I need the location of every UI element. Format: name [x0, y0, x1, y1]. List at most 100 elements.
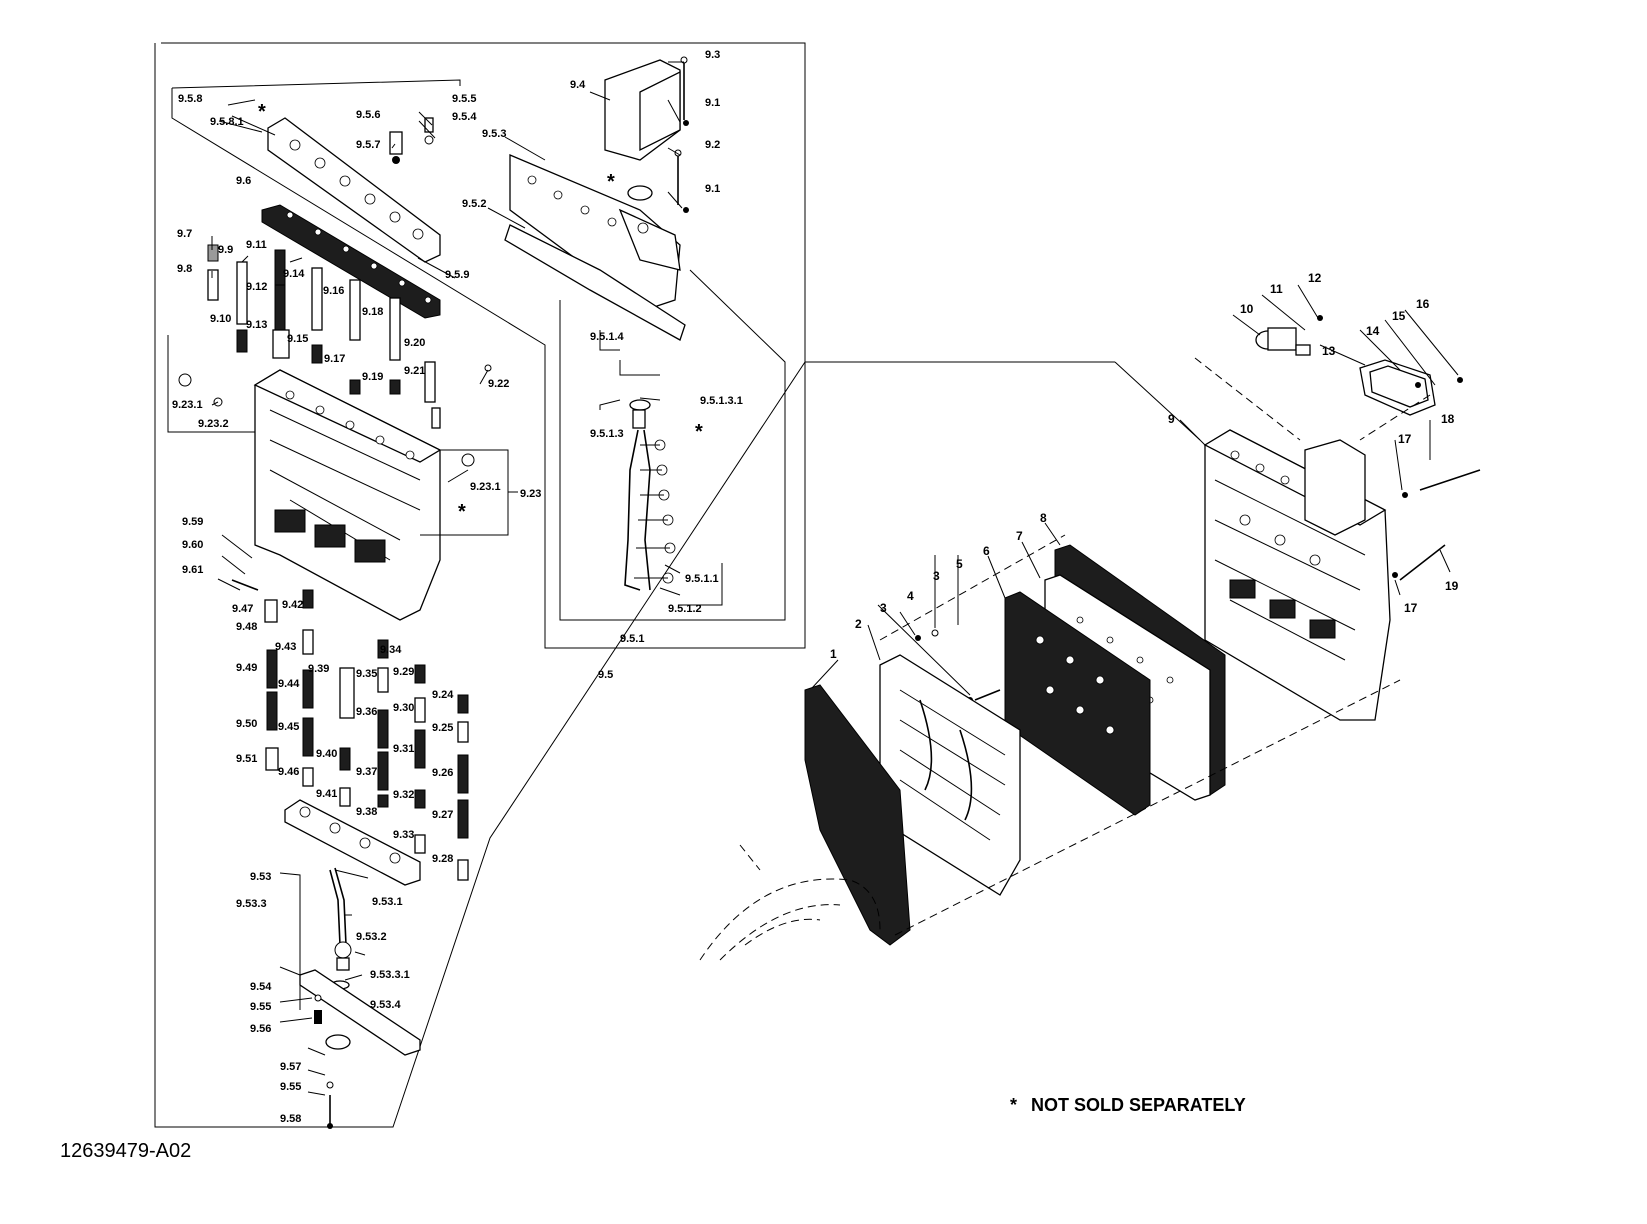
part-9-5-1-harness[interactable] — [624, 429, 676, 591]
transmission-housing-outline — [699, 844, 881, 961]
callout-9-5-2: 9.5.2 — [462, 198, 486, 210]
callout-9-5: 9.5 — [598, 669, 613, 681]
callout-9-14: 9.14 — [283, 268, 305, 280]
valve-springs-lower[interactable] — [264, 589, 469, 881]
callout-9-59: 9.59 — [182, 516, 203, 528]
valve-springs-upper[interactable] — [207, 244, 441, 429]
lower-plate-9-53-1[interactable] — [284, 799, 421, 886]
callout-9-23-1: 9.23.1 — [172, 399, 203, 411]
svg-text:*: * — [695, 421, 703, 443]
callout-5: 5 — [956, 557, 963, 571]
callout-9-5-5: 9.5.5 — [452, 93, 476, 105]
callout-9-20: 9.20 — [404, 337, 425, 349]
callout-9-13: 9.13 — [246, 319, 267, 331]
callout-9-5-1-2: 9.5.1.2 — [668, 603, 702, 615]
item-9-breakout-frame — [154, 42, 1201, 1128]
callout-18: 18 — [1441, 412, 1455, 426]
callout-9-5-8: 9.5.8 — [178, 93, 202, 105]
callout-9-23-2: 9.23.2 — [198, 418, 229, 430]
callout-9-56: 9.56 — [250, 1023, 271, 1035]
callout-9-8: 9.8 — [177, 263, 192, 275]
callout-2: 2 — [855, 617, 862, 631]
callout-9-5-1-3: 9.5.1.3 — [590, 428, 624, 440]
callout-7: 7 — [1016, 529, 1023, 543]
diagram-id: 12639479-A02 — [60, 1140, 192, 1162]
callout-9-53-4: 9.53.4 — [370, 999, 401, 1011]
callout-9-40: 9.40 — [316, 748, 337, 760]
callout-9-42: 9.42 — [282, 599, 303, 611]
callout-9-7: 9.7 — [177, 228, 192, 240]
part-1-gasket[interactable] — [804, 684, 911, 946]
fasteners-9-1-9-2-9-3[interactable] — [674, 56, 689, 213]
callout-1: 1 — [830, 647, 837, 661]
callout-9-57: 9.57 — [280, 1061, 301, 1073]
callout-9-16: 9.16 — [323, 285, 344, 297]
callout-9-5-6: 9.5.6 — [356, 109, 380, 121]
callout-9-17: 9.17 — [324, 353, 345, 365]
part-9-5-8-top-cover[interactable] — [267, 117, 441, 263]
part-9-5-6-sensor[interactable] — [389, 117, 434, 164]
callout-9-55: 9.55 — [250, 1001, 271, 1013]
callout-12: 12 — [1308, 271, 1322, 285]
callout-4: 4 — [907, 589, 914, 603]
callout-9-61: 9.61 — [182, 564, 203, 576]
fasteners-9-55-9-58[interactable] — [231, 579, 334, 1129]
callout-9-31: 9.31 — [393, 743, 414, 755]
part-13-cover-gasket[interactable] — [1359, 359, 1436, 416]
callout-9-60: 9.60 — [182, 539, 203, 551]
part-9-5-1-3-connector[interactable] — [627, 185, 653, 429]
leader-lines — [211, 61, 1459, 1096]
callout-19: 19 — [1445, 579, 1459, 593]
svg-text:*: * — [458, 501, 466, 523]
callout-9-53-3: 9.53.3 — [236, 898, 267, 910]
part-9-valve-body-main[interactable] — [253, 369, 442, 621]
callout-9-53-1: 9.53.1 — [372, 896, 403, 908]
callout-9-5-1: 9.5.1 — [620, 633, 644, 645]
callout-14: 14 — [1366, 324, 1380, 338]
callout-9-48: 9.48 — [236, 621, 257, 633]
callout-9-47: 9.47 — [232, 603, 253, 615]
callout-9-53-3-1: 9.53.3.1 — [370, 969, 410, 981]
callout-9-5-3: 9.5.3 — [482, 128, 506, 140]
callout-9-5-7: 9.5.7 — [356, 139, 380, 151]
part-10-solenoid[interactable] — [1255, 327, 1311, 356]
callout-9-5-8-1: 9.5.8.1 — [210, 116, 244, 128]
callout-17: 17 — [1398, 432, 1412, 446]
callout-10: 10 — [1240, 302, 1254, 316]
callout-9-39: 9.39 — [308, 663, 329, 675]
not-sold-separately-note: *NOT SOLD SEPARATELY — [1010, 1095, 1246, 1116]
callout-9-34: 9.34 — [380, 644, 402, 656]
callout-9-5-1-3-1: 9.5.1.3.1 — [700, 395, 743, 407]
part-9-valve-body-assembly[interactable] — [1203, 429, 1391, 721]
callout-9-21: 9.21 — [404, 365, 425, 377]
part-9-5-3-cover[interactable] — [509, 154, 681, 311]
callout-9-32: 9.32 — [393, 789, 414, 801]
callout-9-51: 9.51 — [236, 753, 257, 765]
callout-9-5-4: 9.5.4 — [452, 111, 477, 123]
callout-9-45: 9.45 — [278, 721, 299, 733]
callout-9-10: 9.10 — [210, 313, 231, 325]
fasteners-right[interactable] — [915, 315, 1481, 703]
callout-9-4: 9.4 — [570, 79, 586, 91]
part-2-channel-plate[interactable] — [879, 654, 1021, 896]
callout-9-19: 9.19 — [362, 371, 383, 383]
callout-9-18: 9.18 — [362, 306, 383, 318]
svg-text:*: * — [258, 101, 266, 123]
part-9-4-solenoid-cover[interactable] — [604, 59, 681, 161]
asterisk-marker: * — [1010, 1095, 1018, 1115]
callout-9: 9 — [1168, 412, 1175, 426]
part-9-6-gasket[interactable] — [261, 204, 441, 319]
callout-9-29: 9.29 — [393, 666, 414, 678]
callout-17: 17 — [1404, 601, 1418, 615]
callout-16: 16 — [1416, 297, 1430, 311]
callout-9-5-1-1: 9.5.1.1 — [685, 573, 719, 585]
callout-9-23-1: 9.23.1 — [470, 481, 501, 493]
callout-9-43: 9.43 — [275, 641, 296, 653]
callout-9-37: 9.37 — [356, 766, 377, 778]
callout-3: 3 — [933, 569, 940, 583]
part-9-5-2-gasket[interactable] — [504, 224, 686, 341]
callout-9-12: 9.12 — [246, 281, 267, 293]
callout-9-1: 9.1 — [705, 97, 720, 109]
part-9-23-fittings[interactable] — [178, 364, 492, 467]
callout-9-58: 9.58 — [280, 1113, 301, 1125]
